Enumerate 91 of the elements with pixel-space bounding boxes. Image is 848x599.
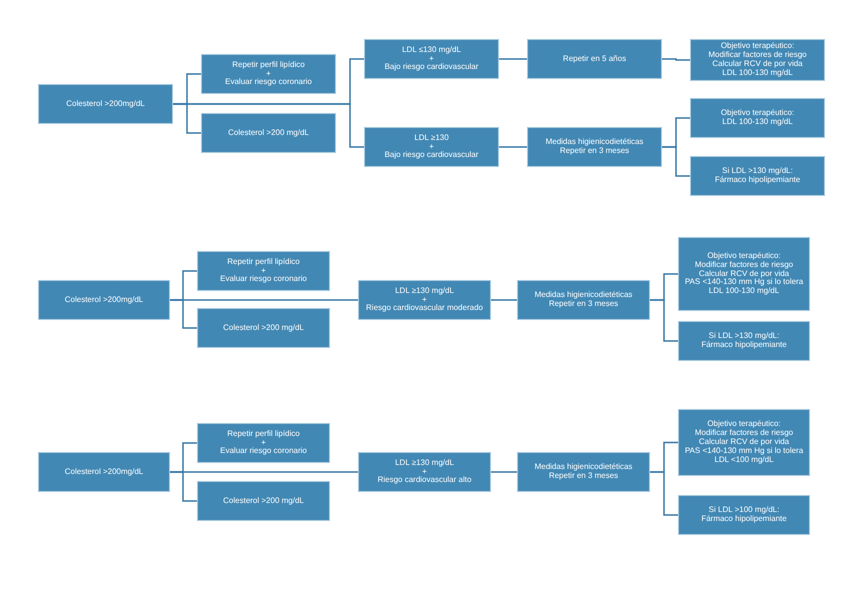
box-text: Objetivo terapéutico:	[707, 420, 781, 429]
box-text: Riesgo cardiovascular alto	[378, 476, 472, 486]
box-text: Colesterol >200 mg/dL	[223, 324, 304, 332]
box-text: LDL ≥130 mg/dL	[395, 458, 454, 468]
connector-line	[170, 299, 358, 301]
box-text: Repetir en 5 años	[562, 54, 626, 64]
box-text: +	[429, 54, 434, 63]
box-text: +	[261, 266, 266, 275]
box-text: Repetir perfil lipídico	[227, 430, 300, 439]
process-box	[690, 156, 825, 196]
box-text: Bajo riesgo cardiovascular	[384, 63, 478, 72]
connector-line	[662, 58, 690, 61]
box-text: +	[429, 142, 434, 151]
box-text: LDL 100-130 mg/dL	[708, 287, 780, 296]
box-text: Repetir perfil lipídico	[232, 60, 305, 70]
process-box	[197, 251, 330, 291]
box-text: Fármaco hipolipemiante	[714, 176, 800, 185]
box-text: Fármaco hipolipemiante	[701, 341, 787, 350]
process-box	[38, 280, 170, 320]
box-text: Objetivo terapéutico:	[707, 252, 781, 260]
process-box	[678, 237, 810, 311]
connector-line	[491, 471, 517, 473]
box-text: Medidas higienicodietéticas	[546, 138, 644, 147]
box-text: LDL ≥130	[414, 134, 449, 143]
process-box	[364, 39, 499, 79]
process-box	[197, 423, 330, 463]
process-box	[517, 280, 650, 320]
process-box	[527, 39, 662, 79]
box-text: Colesterol >200 mg/dL	[228, 128, 309, 138]
box-text: Si LDL >130 mg/dL:	[722, 167, 793, 176]
connector-line	[662, 146, 690, 177]
box-text: +	[422, 468, 427, 476]
connector-line	[491, 299, 517, 301]
box-text: Calcular RCV de por vida	[698, 438, 790, 447]
box-text: Colesterol >200mg/dL	[66, 100, 145, 108]
process-box	[690, 39, 825, 81]
box-text: +	[422, 296, 427, 304]
box-text: +	[261, 438, 266, 447]
connector-line	[173, 103, 364, 148]
process-box	[678, 409, 810, 476]
process-box	[517, 452, 650, 492]
connector-line	[499, 58, 527, 60]
connector-line	[650, 299, 678, 342]
box-text: Evaluar riesgo coronario	[225, 78, 312, 88]
connector-line	[170, 471, 358, 473]
box-text: LDL <100 mg/dL	[714, 456, 774, 465]
connector-line	[499, 146, 527, 148]
box-text: PAS <140-130 mm Hg si lo tolera	[684, 446, 804, 456]
process-box	[690, 98, 825, 138]
box-text: Bajo riesgo cardiovascular	[384, 151, 478, 160]
box-text: Colesterol >200 mg/dL	[223, 496, 304, 506]
box-text: Calcular RCV de por vida	[712, 60, 803, 69]
box-text: LDL 100-130 mg/dL	[722, 68, 793, 78]
box-text: Modificar factores de riesgo	[694, 260, 794, 269]
box-text: Colesterol >200mg/dL	[64, 296, 144, 304]
box-text: Modificar factores de riesgo	[708, 51, 807, 60]
box-text: Evaluar riesgo coronario	[220, 447, 307, 456]
box-text: Objetivo terapéutico:	[720, 42, 794, 51]
box-text: LDL 100-130 mg/dL	[722, 118, 793, 127]
box-text: Repetir en 3 meses	[548, 300, 618, 309]
box-text: Objetivo terapéutico:	[720, 109, 794, 118]
box-text: Repetir en 3 meses	[560, 147, 630, 156]
box-text: Medidas higienicodietéticas	[534, 291, 632, 300]
box-text: LDL ≤130 mg/dL	[402, 46, 461, 55]
process-box	[201, 54, 336, 94]
box-text: Si LDL >130 mg/dL:	[708, 332, 780, 341]
process-box	[527, 127, 662, 167]
process-box	[197, 308, 330, 348]
process-box	[358, 280, 491, 320]
box-text: Repetir en 3 meses	[548, 472, 618, 481]
process-box	[197, 481, 330, 521]
box-text: LDL ≥130 mg/dL	[395, 286, 454, 296]
box-text: Riesgo cardiovascular moderado	[366, 304, 483, 314]
box-text: Calcular RCV de por vida	[698, 270, 790, 278]
box-text: +	[266, 70, 271, 78]
process-box	[38, 452, 170, 492]
process-box	[678, 321, 810, 361]
box-text: Evaluar riesgo coronario	[220, 275, 307, 284]
process-box	[678, 495, 810, 535]
connector-line	[650, 471, 678, 516]
box-text: Si LDL >100 mg/dL:	[708, 506, 780, 515]
process-box	[38, 84, 173, 124]
process-box	[364, 127, 499, 167]
process-box	[358, 452, 491, 492]
box-text: PAS <140-130 mm Hg si lo tolera	[684, 278, 804, 287]
box-text: Colesterol >200mg/dL	[64, 468, 144, 476]
box-text: Fármaco hipolipemiante	[701, 515, 787, 524]
box-text: Medidas higienicodietéticas	[534, 463, 632, 472]
process-box	[201, 113, 336, 153]
box-text: Modificar factores de riesgo	[694, 429, 794, 438]
box-text: Repetir perfil lipídico	[227, 258, 300, 267]
